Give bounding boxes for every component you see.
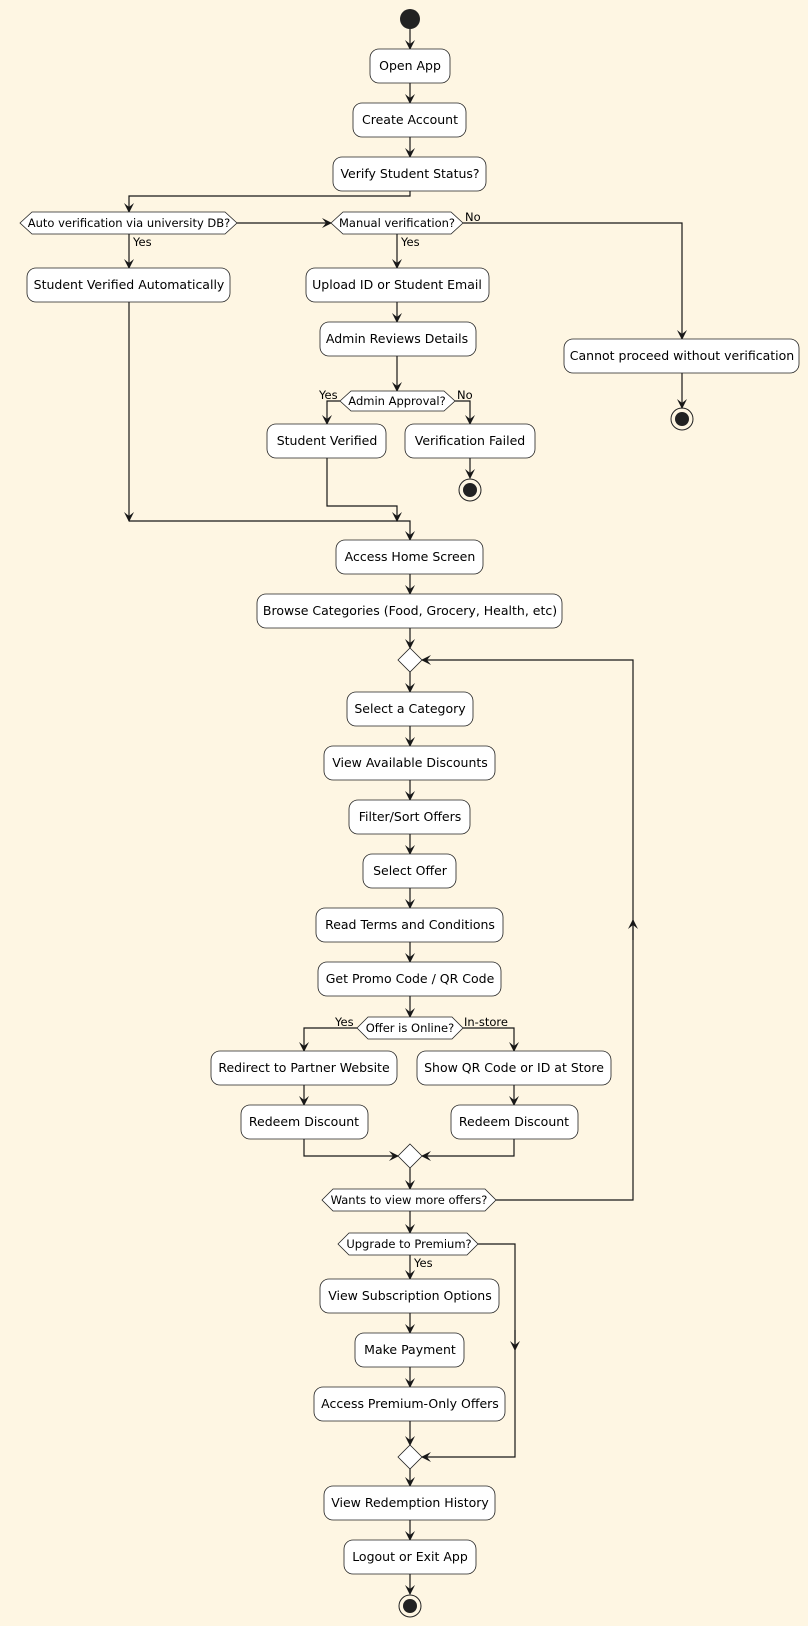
node-filter-label: Filter/Sort Offers bbox=[359, 809, 462, 824]
node-payment: Make Payment bbox=[354, 1332, 465, 1368]
decision-auto-db-label: Auto verification via university DB? bbox=[28, 216, 231, 230]
edge-student-merge bbox=[326, 458, 402, 522]
node-open-app: Open App bbox=[369, 48, 451, 84]
node-logout-label: Logout or Exit App bbox=[352, 1549, 468, 1564]
edge-approval-no bbox=[455, 400, 475, 425]
node-home-label: Access Home Screen bbox=[345, 549, 476, 564]
node-upload-id: Upload ID or Student Email bbox=[305, 267, 490, 303]
node-verify-status-label: Verify Student Status? bbox=[340, 166, 479, 181]
node-filter: Filter/Sort Offers bbox=[348, 799, 471, 835]
node-student-verified-label: Student Verified bbox=[277, 433, 378, 448]
decision-admin-approval: Admin Approval? bbox=[339, 390, 456, 412]
node-history: View Redemption History bbox=[323, 1485, 496, 1521]
decision-manual: Manual verification? bbox=[330, 211, 464, 235]
edge-redeem2-merge bbox=[421, 1139, 515, 1161]
node-subscription-label: View Subscription Options bbox=[328, 1288, 492, 1303]
node-logout: Logout or Exit App bbox=[343, 1539, 477, 1575]
node-home: Access Home Screen bbox=[335, 539, 484, 575]
node-show-qr-label: Show QR Code or ID at Store bbox=[424, 1060, 604, 1075]
edge-online-instore bbox=[463, 1027, 519, 1052]
node-browse-label: Browse Categories (Food, Grocery, Health… bbox=[263, 603, 557, 618]
node-redeem-online: Redeem Discount bbox=[240, 1104, 369, 1140]
edge-manual-no bbox=[463, 222, 687, 340]
node-subscription: View Subscription Options bbox=[319, 1278, 500, 1314]
decision-more-offers: Wants to view more offers? bbox=[321, 1188, 497, 1212]
node-cannot-proceed: Cannot proceed without verification bbox=[563, 338, 800, 374]
node-redirect: Redirect to Partner Website bbox=[210, 1050, 398, 1086]
decision-more-offers-label: Wants to view more offers? bbox=[331, 1193, 488, 1207]
node-verified-auto-label: Student Verified Automatically bbox=[34, 277, 225, 292]
edge-online-yes bbox=[299, 1027, 357, 1052]
node-admin-reviews-label: Admin Reviews Details bbox=[326, 331, 468, 346]
decision-manual-label: Manual verification? bbox=[339, 216, 455, 230]
node-upload-id-label: Upload ID or Student Email bbox=[312, 277, 482, 292]
node-redeem-online-label: Redeem Discount bbox=[249, 1114, 359, 1129]
node-select-offer-label: Select Offer bbox=[373, 863, 448, 878]
edge-approval-yes bbox=[322, 400, 340, 425]
node-select-offer: Select Offer bbox=[362, 853, 457, 889]
node-terms: Read Terms and Conditions bbox=[315, 907, 504, 943]
node-redeem-store-label: Redeem Discount bbox=[459, 1114, 569, 1129]
label-auto-yes: Yes bbox=[132, 235, 152, 249]
node-terms-label: Read Terms and Conditions bbox=[325, 917, 495, 932]
node-payment-label: Make Payment bbox=[364, 1342, 456, 1357]
decision-admin-approval-label: Admin Approval? bbox=[348, 394, 445, 408]
decision-online: Offer is Online? bbox=[356, 1016, 464, 1040]
node-select-category: Select a Category bbox=[346, 691, 474, 727]
label-admin-yes: Yes bbox=[318, 388, 338, 402]
decision-auto-db: Auto verification via university DB? bbox=[19, 211, 238, 235]
merge-diamond-redeem bbox=[397, 1143, 423, 1169]
node-verified-auto: Student Verified Automatically bbox=[26, 267, 231, 303]
decision-premium: Upgrade to Premium? bbox=[337, 1232, 479, 1256]
node-show-qr: Show QR Code or ID at Store bbox=[416, 1050, 612, 1086]
node-view-discounts: View Available Discounts bbox=[323, 745, 496, 781]
node-view-discounts-label: View Available Discounts bbox=[332, 755, 488, 770]
node-promo-label: Get Promo Code / QR Code bbox=[326, 971, 495, 986]
node-browse: Browse Categories (Food, Grocery, Health… bbox=[256, 593, 563, 629]
node-create-account-label: Create Account bbox=[362, 112, 458, 127]
node-redeem-store: Redeem Discount bbox=[450, 1104, 579, 1140]
merge-diamond-premium bbox=[397, 1444, 423, 1470]
end-node-failed bbox=[458, 478, 482, 502]
node-open-app-label: Open App bbox=[379, 58, 441, 73]
label-premium-yes: Yes bbox=[413, 1256, 433, 1270]
label-manual-yes: Yes bbox=[400, 235, 420, 249]
edges bbox=[124, 29, 687, 1595]
end-node-cannot bbox=[670, 407, 694, 431]
node-admin-reviews: Admin Reviews Details bbox=[319, 321, 477, 357]
label-online-instore: In-store bbox=[464, 1015, 508, 1029]
label-admin-no: No bbox=[457, 388, 473, 402]
label-manual-no: No bbox=[465, 210, 481, 224]
node-select-category-label: Select a Category bbox=[354, 701, 466, 716]
node-premium-offers-label: Access Premium-Only Offers bbox=[321, 1396, 499, 1411]
start-node bbox=[400, 9, 420, 29]
node-verification-failed-label: Verification Failed bbox=[415, 433, 525, 448]
node-redirect-label: Redirect to Partner Website bbox=[218, 1060, 390, 1075]
edge-merge-bar bbox=[129, 520, 415, 541]
node-verification-failed: Verification Failed bbox=[404, 423, 536, 459]
end-node-final bbox=[398, 1594, 422, 1618]
edge-redeem1-merge bbox=[303, 1139, 399, 1161]
decision-online-label: Offer is Online? bbox=[366, 1021, 454, 1035]
node-student-verified: Student Verified bbox=[266, 423, 387, 459]
node-cannot-proceed-label: Cannot proceed without verification bbox=[570, 348, 794, 363]
loop-diamond bbox=[397, 647, 423, 673]
decision-premium-label: Upgrade to Premium? bbox=[346, 1237, 471, 1251]
node-verify-status: Verify Student Status? bbox=[332, 156, 487, 192]
node-premium-offers: Access Premium-Only Offers bbox=[313, 1386, 506, 1422]
node-promo: Get Promo Code / QR Code bbox=[317, 961, 502, 997]
node-history-label: View Redemption History bbox=[331, 1495, 489, 1510]
edge-verify-autodb bbox=[124, 191, 411, 213]
label-online-yes: Yes bbox=[334, 1015, 354, 1029]
node-create-account: Create Account bbox=[352, 102, 467, 138]
